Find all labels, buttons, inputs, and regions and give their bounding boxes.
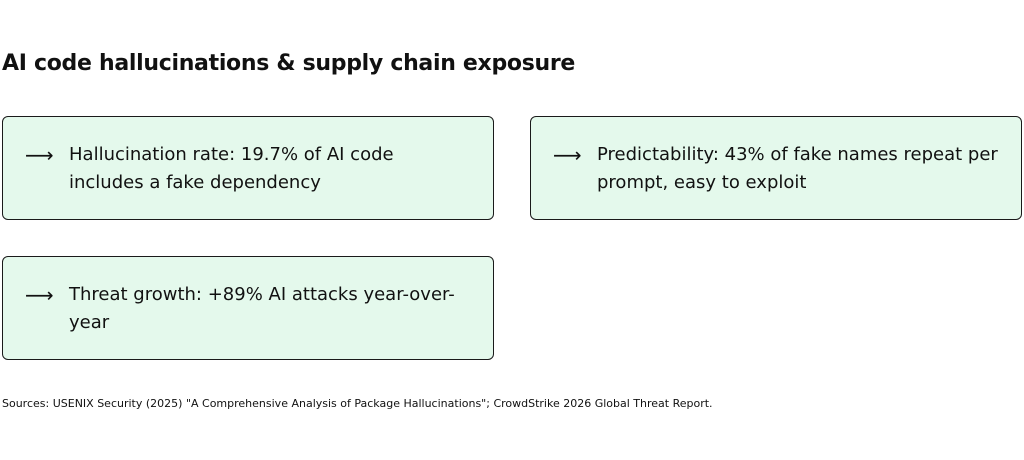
stat-card-threat-growth: ⟶ Threat growth: +89% AI attacks year-ov… [2,256,494,360]
page-title: AI code hallucinations & supply chain ex… [2,51,576,76]
stat-card-text: Predictability: 43% of fake names repeat… [597,144,998,193]
stat-card-text: Hallucination rate: 19.7% of AI code inc… [69,144,394,193]
stat-card-hallucination-rate: ⟶ Hallucination rate: 19.7% of AI code i… [2,116,494,220]
arrow-right-icon: ⟶ [553,143,582,167]
sources-footnote: Sources: USENIX Security (2025) "A Compr… [2,397,713,410]
arrow-right-icon: ⟶ [25,143,54,167]
stat-card-predictability: ⟶ Predictability: 43% of fake names repe… [530,116,1022,220]
stat-card-text: Threat growth: +89% AI attacks year-over… [69,284,455,333]
arrow-right-icon: ⟶ [25,283,54,307]
